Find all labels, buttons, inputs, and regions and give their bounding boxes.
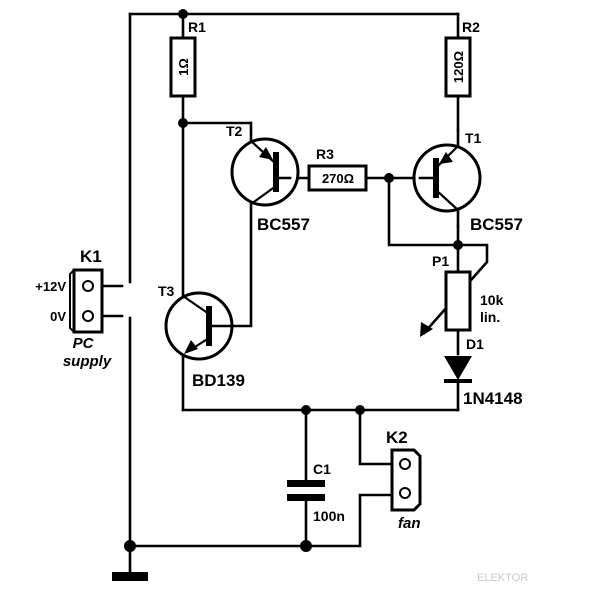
capacitor-c1: C1 100n [287, 461, 345, 524]
k1-caption-line2: supply [63, 353, 112, 370]
junction-dot [178, 9, 188, 19]
p1-wiper-arrow [420, 322, 433, 337]
transistor-t3: T3 BD139 [158, 283, 245, 390]
c1-value: 100n [313, 508, 345, 524]
r1-value: 1Ω [176, 58, 191, 76]
resistor-r1: R1 1Ω [169, 19, 206, 98]
k2-body [390, 448, 422, 512]
junction-dot [453, 240, 463, 250]
watermark: ELEKTOR [477, 572, 528, 584]
junction-dot [300, 540, 312, 552]
c1-plate-top [287, 480, 325, 487]
r3-value: 270Ω [322, 171, 354, 186]
k1-pin1-label: +12V [35, 279, 66, 294]
potentiometer-p1: P1 10k lin. [420, 253, 504, 337]
k2-pin1 [399, 458, 411, 470]
k2-caption: fan [398, 515, 421, 532]
p1-value-line2: lin. [480, 309, 500, 325]
connector-k2: K2 fan [386, 428, 422, 532]
k1-ref: K1 [80, 247, 102, 266]
junction-dot [384, 173, 394, 183]
t3-emitter-arrow [184, 340, 198, 354]
r2-value: 120Ω [451, 51, 466, 83]
resistor-r1-body [169, 36, 197, 98]
resistor-r3: R3 270Ω [307, 146, 368, 192]
k1-caption-line1: PC [73, 335, 95, 352]
p1-body [444, 270, 472, 332]
k2-pin2 [399, 487, 411, 499]
junction-dot [355, 405, 365, 415]
transistor-t1: T1 BC557 [412, 128, 523, 234]
t1-emitter-arrow [439, 152, 453, 164]
t2-body [230, 137, 300, 207]
t2-type: BC557 [257, 215, 310, 234]
junction-dot [301, 405, 311, 415]
k1-side [69, 269, 75, 333]
t3-collector-lead [182, 295, 210, 315]
t1-body [412, 143, 482, 213]
r2-ref: R2 [462, 19, 480, 35]
d1-triangle [444, 356, 472, 380]
resistor-r3-body [307, 164, 368, 192]
t2-collector-wire [228, 198, 253, 328]
t2-ref: T2 [226, 123, 243, 139]
connector-k1: K1 +12V 0V PC supply [35, 247, 112, 370]
t3-ref: T3 [158, 283, 175, 299]
t1-type: BC557 [470, 215, 523, 234]
resistor-r2: R2 120Ω [444, 19, 480, 98]
r1-ref: R1 [188, 19, 206, 35]
junction-dot [178, 118, 188, 128]
c1-plate-bottom [287, 494, 325, 501]
ground-symbol [112, 572, 148, 581]
r3-ref: R3 [316, 146, 334, 162]
t3-type: BD139 [192, 371, 245, 390]
t2-emitter-arrow [259, 147, 273, 160]
k1-body [72, 268, 104, 334]
k1-pin1 [82, 280, 94, 292]
transistor-t2: T2 BC557 [226, 121, 310, 234]
t1-ref: T1 [465, 130, 482, 146]
k1-pin2 [82, 310, 94, 322]
diode-d1: D1 1N4148 [444, 336, 523, 408]
k2-ref: K2 [386, 428, 408, 447]
k1-pin2-label: 0V [50, 309, 66, 324]
p1-ref: P1 [432, 253, 449, 269]
junction-dot [124, 540, 136, 552]
k2-pin1-wire [358, 408, 394, 466]
resistor-r2-body [444, 36, 472, 98]
t1-collector-lead [435, 189, 459, 211]
t2-collector-lead [250, 185, 277, 205]
d1-type: 1N4148 [463, 389, 523, 408]
p1-value-line1: 10k [480, 292, 504, 308]
junction-dots [124, 9, 463, 552]
ground-rail-wire [128, 493, 394, 548]
d1-ref: D1 [466, 336, 484, 352]
c1-ref: C1 [313, 461, 331, 477]
